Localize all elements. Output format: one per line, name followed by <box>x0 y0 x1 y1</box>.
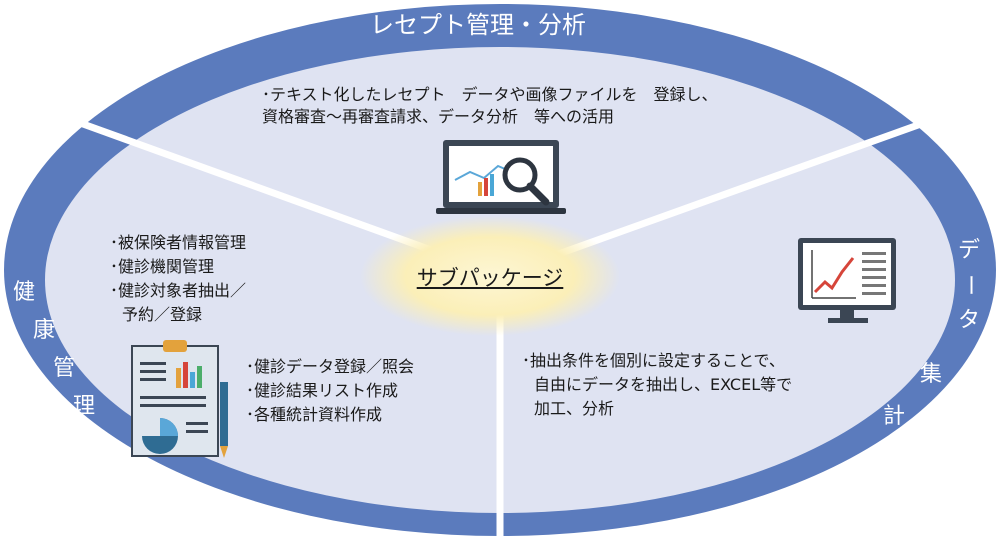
left-item: ･健診対象者抽出／ <box>110 281 247 300</box>
top-desc-line1: ･テキスト化したレセプト データや画像ファイルを 登録し、 <box>262 85 718 104</box>
right-desc-line: ･抽出条件を個別に設定することで、 <box>522 351 785 370</box>
left-label-char: 理 <box>72 394 95 419</box>
top-desc-line2: 資格審査～再審査請求、データ分析 等への活用 <box>262 107 615 126</box>
center-label: サブパッケージ <box>416 266 564 290</box>
right-desc-line: 自由にデータを抽出し、EXCEL等で <box>534 375 793 394</box>
left-item: ･健診機関管理 <box>110 257 215 276</box>
monitor-chart-icon <box>798 238 896 323</box>
left-label-char: 健 <box>12 280 35 305</box>
left-label-char: 康 <box>32 318 55 343</box>
left-item: ･各種統計資料作成 <box>246 405 383 424</box>
left-item: ･健診結果リスト作成 <box>246 381 399 400</box>
top-section-label: レセプト管理・分析 <box>370 11 586 39</box>
right-label-char: タ <box>957 308 980 333</box>
laptop-chart-magnifier-icon <box>436 140 566 214</box>
right-desc-line: 加工、分析 <box>534 399 615 418</box>
left-item: ･健診データ登録／照会 <box>246 357 415 376</box>
right-label-char: 集 <box>919 362 942 387</box>
left-item: ･被保険者情報管理 <box>110 233 247 252</box>
right-label-char: 計 <box>882 404 905 429</box>
clipboard-report-icon <box>131 340 228 458</box>
center-glow <box>360 216 620 336</box>
right-label-char: ー <box>957 273 982 296</box>
right-label-char: デ <box>957 238 980 263</box>
left-item: 予約／登録 <box>122 305 203 324</box>
left-label-char: 管 <box>52 356 75 381</box>
